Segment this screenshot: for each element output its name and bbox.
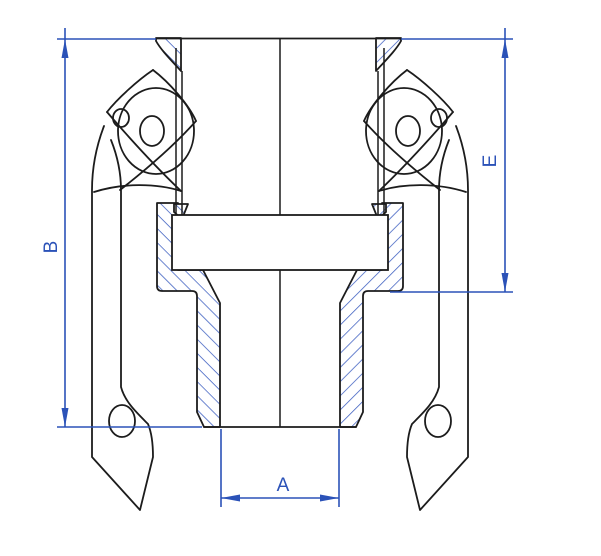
top-right-chamfer-lug xyxy=(375,37,402,72)
dimension-b-label: B xyxy=(41,241,62,254)
left-cam-arm xyxy=(91,69,197,511)
left-lever xyxy=(91,125,154,511)
dimension-a-arrow-left xyxy=(221,494,240,502)
dimension-a-arrow-right xyxy=(320,494,339,502)
collar xyxy=(171,214,389,271)
right-pin-hole xyxy=(430,108,448,128)
right-lobe-lower-right-edge xyxy=(378,111,454,192)
left-pivot-hole xyxy=(139,115,165,147)
dimension-e-arrow-down xyxy=(501,273,509,292)
right-lobe-lower-left-edge xyxy=(363,120,441,191)
right-cam-arm xyxy=(363,69,469,511)
dimension-b: B xyxy=(41,28,202,428)
left-lobe-lower-right-edge xyxy=(119,120,197,191)
right-lever-ring-hole xyxy=(424,404,452,438)
dimension-b-arrow-down xyxy=(61,408,69,427)
left-lever-ring-hole xyxy=(108,404,136,438)
right-cam-disc xyxy=(365,87,443,175)
left-lobe-upper-right-edge xyxy=(152,69,197,122)
left-cam-disc xyxy=(117,87,195,175)
right-lobe-upper-right-edge xyxy=(406,69,454,113)
dimension-b-arrow-up xyxy=(61,39,69,58)
right-lever xyxy=(406,125,469,511)
left-lobe-lower-left-edge xyxy=(106,111,182,192)
left-lever-shoulder xyxy=(93,184,182,193)
dimension-e: E xyxy=(390,28,513,293)
dimension-a: A xyxy=(220,429,340,507)
right-pivot-hole xyxy=(395,115,421,147)
right-lobe-upper-left-edge xyxy=(363,69,408,122)
right-lever-shoulder xyxy=(378,184,467,193)
dimension-e-arrow-up xyxy=(501,39,509,58)
left-lobe-upper-left-edge xyxy=(106,69,154,113)
left-pin-hole xyxy=(112,108,130,128)
dimension-a-label: A xyxy=(277,475,290,496)
top-left-chamfer-lug xyxy=(155,37,182,72)
dimension-e-label: E xyxy=(480,155,501,168)
